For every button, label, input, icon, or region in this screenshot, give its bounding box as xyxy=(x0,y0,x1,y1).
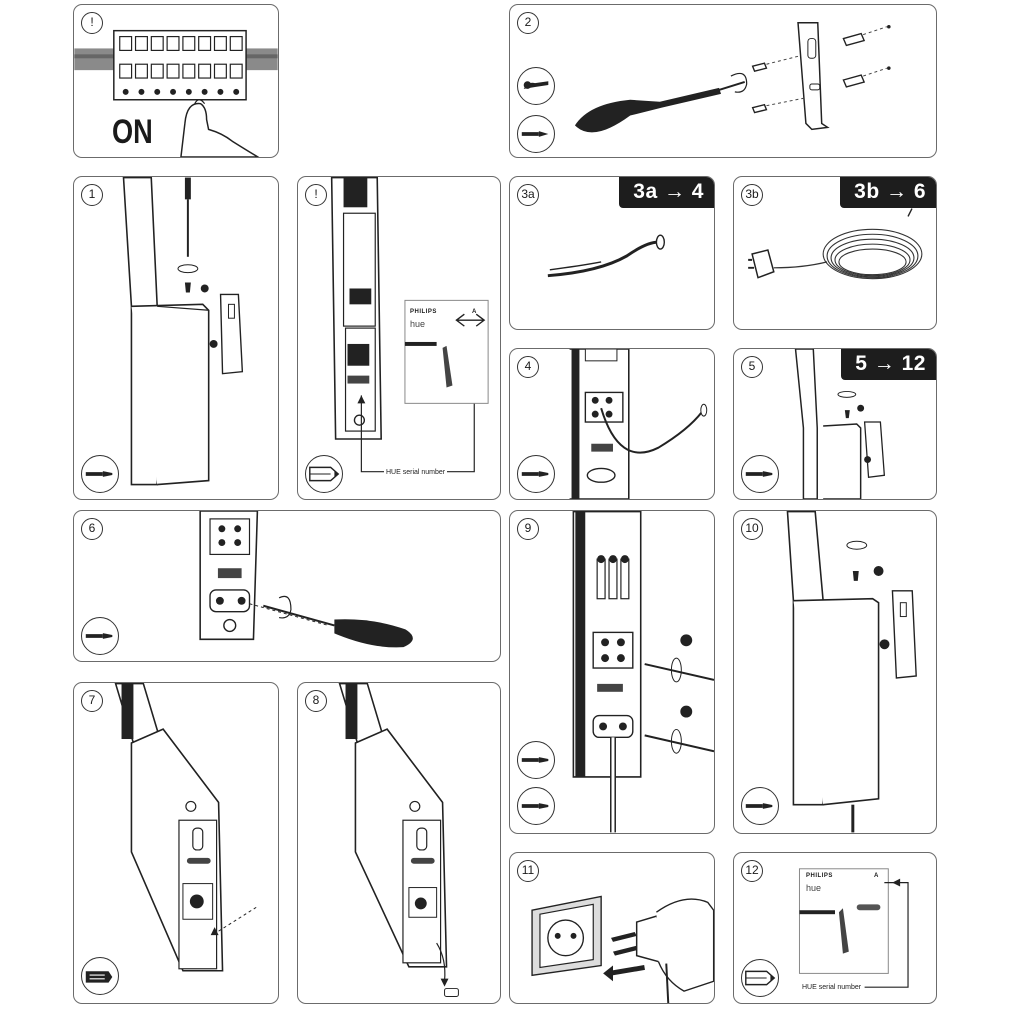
step-number: 2 xyxy=(517,12,539,34)
panel-step-12: 12 PHILIPS hue A HUE serial number xyxy=(733,852,937,1004)
step-number: 3b xyxy=(741,184,763,206)
cover-cap-illustration xyxy=(338,683,459,997)
step-number: 12 xyxy=(741,860,763,882)
flat-screwdriver-icon xyxy=(517,741,555,779)
column-mount-illustration xyxy=(786,511,917,833)
pencil-icon xyxy=(741,959,779,997)
step-skip-banner: 5 → 12 xyxy=(841,349,936,380)
step-skip-banner: 3b → 6 xyxy=(840,177,936,208)
cable-illustration xyxy=(547,234,666,278)
on-label: ON xyxy=(112,113,153,151)
panel-step-9: 9 xyxy=(509,510,715,834)
step-number: 8 xyxy=(305,690,327,712)
column-bracket-illustration xyxy=(122,177,244,486)
step-number: ! xyxy=(81,12,103,34)
panel-step-6: 6 xyxy=(73,510,501,662)
flat-screwdriver-icon xyxy=(741,787,779,825)
column-reattach-illustration xyxy=(794,349,886,499)
panel-step-7: 7 xyxy=(73,682,279,1004)
mount-bracket-screw-illustration xyxy=(574,22,891,133)
phillips-screwdriver-icon xyxy=(517,67,555,105)
panel-warning-serial: ! PHILIPS hue A HUE serial number xyxy=(297,176,501,500)
wiring-terminal-illustration xyxy=(569,349,708,499)
step-number: 7 xyxy=(81,690,103,712)
serial-number-label: HUE serial number xyxy=(384,469,448,476)
terminal-screws-illustration xyxy=(572,511,714,833)
cable-clamp-screw-illustration xyxy=(199,511,413,648)
flat-screwdriver-icon xyxy=(81,617,119,655)
serial-card-illustration xyxy=(798,868,909,988)
panel-step-3a: 3a 3a → 4 xyxy=(509,176,715,330)
panel-step-11: 11 xyxy=(509,852,715,1004)
flat-screwdriver-icon xyxy=(741,455,779,493)
panel-step-3b: 3b 3b → 6 xyxy=(733,176,937,330)
panel-step-2: 2 xyxy=(509,4,937,158)
card-brand: PHILIPS xyxy=(410,309,437,315)
step-number: 3a xyxy=(517,184,539,206)
pencil-icon xyxy=(305,455,343,493)
step-number: 1 xyxy=(81,184,103,206)
step-number: 6 xyxy=(81,518,103,540)
serial-number-label: HUE serial number xyxy=(800,984,864,991)
panel-warning-breaker: ! ON xyxy=(73,4,279,158)
plug-cable-illustration xyxy=(748,208,923,280)
card-product: hue xyxy=(806,883,822,893)
socket-plug-illustration xyxy=(531,895,714,1003)
panel-step-8: 8 xyxy=(297,682,501,1004)
step-number: 10 xyxy=(741,518,763,540)
panel-step-5: 5 5 → 12 xyxy=(733,348,937,500)
panel-step-1: 1 xyxy=(73,176,279,500)
panel-step-10: 10 xyxy=(733,510,937,834)
flat-screwdriver-icon xyxy=(517,787,555,825)
step-skip-banner: 3a → 4 xyxy=(619,177,714,208)
cover-close-illustration xyxy=(114,683,257,972)
card-energy-class: A xyxy=(472,309,477,315)
screw-tip-icon xyxy=(517,115,555,153)
panel-step-4: 4 xyxy=(509,348,715,500)
step-number: 4 xyxy=(517,356,539,378)
step-number: ! xyxy=(305,184,327,206)
flat-screwdriver-icon xyxy=(81,455,119,493)
step-number: 9 xyxy=(517,518,539,540)
step-number: 5 xyxy=(741,356,763,378)
card-brand: PHILIPS xyxy=(806,873,833,879)
card-energy-class: A xyxy=(874,873,879,879)
serial-label-illustration xyxy=(330,177,489,473)
breaker-illustration xyxy=(74,29,278,157)
step-number: 11 xyxy=(517,860,539,882)
card-product: hue xyxy=(410,319,426,329)
flat-screwdriver-icon xyxy=(517,455,555,493)
hand-icon xyxy=(81,957,119,995)
